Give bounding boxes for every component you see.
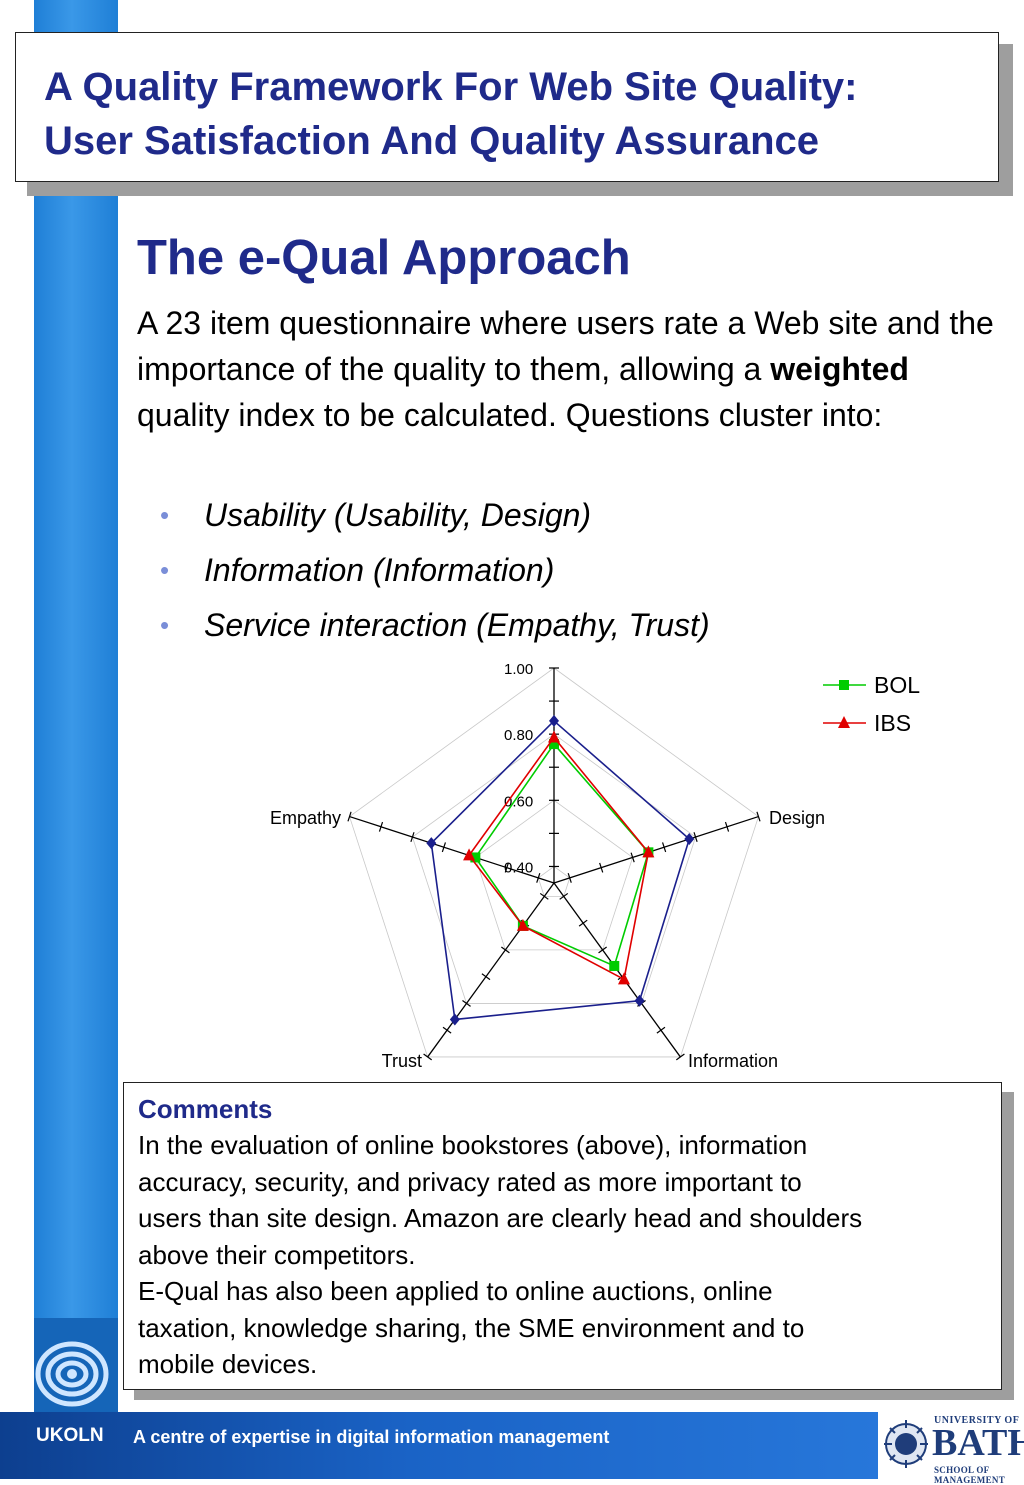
comments-title: Comments — [138, 1094, 273, 1124]
tick-label: 0.40 — [504, 859, 533, 876]
comments-box — [123, 1082, 1002, 1390]
bath-school-label: SCHOOL OF MANAGEMENT — [934, 1465, 1005, 1485]
series-point — [609, 960, 620, 971]
series-point — [470, 852, 481, 863]
axis-tick — [423, 1053, 433, 1061]
list-item-text: Usability (Usability, Design) — [204, 497, 592, 533]
tick-label: 1.00 — [504, 661, 533, 678]
grid-ring — [349, 667, 759, 1058]
axis-tick — [567, 872, 572, 883]
series-point — [642, 845, 655, 858]
axis-category-label: Trust — [382, 1051, 422, 1071]
axis-tick — [347, 811, 352, 822]
bath-university-label: UNIVERSITY OF — [934, 1415, 1020, 1426]
section-heading: The e-Qual Approach — [137, 231, 631, 285]
axis-category-label: Empathy — [270, 808, 341, 828]
list-item-text: Service interaction (Empathy, Trust) — [204, 607, 710, 643]
comments-line: accuracy, security, and privacy rated as… — [138, 1166, 802, 1197]
axis-tick — [598, 946, 608, 954]
ukoln-logo-icon — [34, 1318, 118, 1412]
axis-tick — [756, 811, 761, 822]
axis-tick — [693, 832, 698, 842]
list-item: • Service interaction (Empathy, Trust) — [160, 598, 710, 653]
axis-tick — [500, 946, 510, 954]
axis-category-label: Design — [769, 808, 825, 828]
axis-tick — [539, 892, 549, 900]
comments-line: taxation, knowledge sharing, the SME env… — [138, 1312, 805, 1343]
intro-bold-word: weighted — [770, 351, 909, 387]
comments-line: users than site design. Amazon are clear… — [138, 1203, 863, 1233]
series-point — [449, 1013, 460, 1026]
axis-tick — [724, 821, 730, 832]
series-line — [430, 719, 691, 1021]
series-point — [463, 848, 476, 861]
series-point — [426, 837, 437, 850]
series-point — [617, 972, 630, 985]
comments-body: In the evaluation of online bookstores (… — [138, 1127, 988, 1383]
comments-line: above their competitors. — [138, 1239, 416, 1270]
legend-label: BOL — [874, 672, 920, 698]
axis-spoke — [427, 882, 555, 1058]
left-decorative-band — [34, 0, 118, 1412]
axis-tick — [656, 1026, 666, 1034]
comments-line: In the evaluation of online bookstores (… — [138, 1130, 808, 1160]
axis-tick — [410, 832, 415, 842]
bath-crest-icon — [884, 1420, 928, 1468]
series-point — [684, 833, 695, 846]
bullet-icon: • — [160, 555, 170, 585]
series-point — [548, 730, 560, 743]
footer-bar — [0, 1412, 1024, 1479]
tick-label: 0.80 — [504, 727, 533, 744]
axis-tick — [675, 1053, 685, 1061]
intro-text-2: quality index to be calculated. Question… — [137, 397, 883, 433]
slide-title: A Quality Framework For Web Site Quality… — [44, 60, 994, 168]
legend-marker — [839, 680, 849, 690]
series-point — [549, 714, 559, 727]
axis-tick — [481, 973, 491, 981]
footer-brand: UKOLN — [36, 1425, 104, 1446]
axis-tick — [378, 821, 384, 832]
series-point — [634, 994, 645, 1007]
axis-tick — [630, 852, 635, 863]
grid-ring — [474, 799, 634, 951]
title-box — [15, 32, 999, 182]
legend-label: IBS — [874, 710, 911, 736]
slide-title-line-2: User Satisfaction And Quality Assurance — [44, 119, 820, 163]
comments-line: E-Qual has also been applied to online a… — [138, 1276, 773, 1306]
axis-tick — [442, 1026, 452, 1034]
axis-tick — [578, 919, 588, 927]
axis-tick — [462, 999, 471, 1007]
series-line — [474, 742, 650, 968]
grid-ring — [411, 733, 697, 1004]
axis-tick — [599, 862, 604, 873]
grid-ring — [537, 865, 571, 897]
axis-tick — [504, 862, 509, 873]
bullet-icon: • — [160, 500, 170, 530]
footer-tagline: A centre of expertise in digital informa… — [133, 1427, 610, 1447]
bath-name: BATH — [932, 1422, 1024, 1464]
series-point — [516, 918, 529, 931]
series-point — [549, 739, 559, 750]
comments-line: mobile devices. — [138, 1349, 318, 1379]
axis-category-label: Information — [688, 1051, 778, 1071]
axis-spoke — [349, 815, 555, 884]
axis-tick — [441, 842, 447, 853]
axis-tick — [536, 872, 541, 883]
list-item: • Usability (Usability, Design) — [160, 488, 710, 543]
axis-tick — [559, 892, 569, 900]
list-item-text: Information (Information) — [204, 552, 555, 588]
intro-paragraph: A 23 item questionnaire where users rate… — [137, 300, 1007, 438]
cluster-list: • Usability (Usability, Design) • Informat… — [160, 488, 710, 653]
list-item: • Information (Information) — [160, 543, 710, 598]
slide-title-line-1: A Quality Framework For Web Site Quality… — [44, 65, 858, 109]
axis-tick — [661, 842, 667, 853]
bullet-icon: • — [160, 610, 170, 640]
series-line — [468, 736, 650, 981]
intro-text-1: A 23 item questionnaire where users rate… — [137, 305, 994, 387]
legend-marker — [838, 716, 850, 728]
axis-spoke — [553, 815, 759, 884]
